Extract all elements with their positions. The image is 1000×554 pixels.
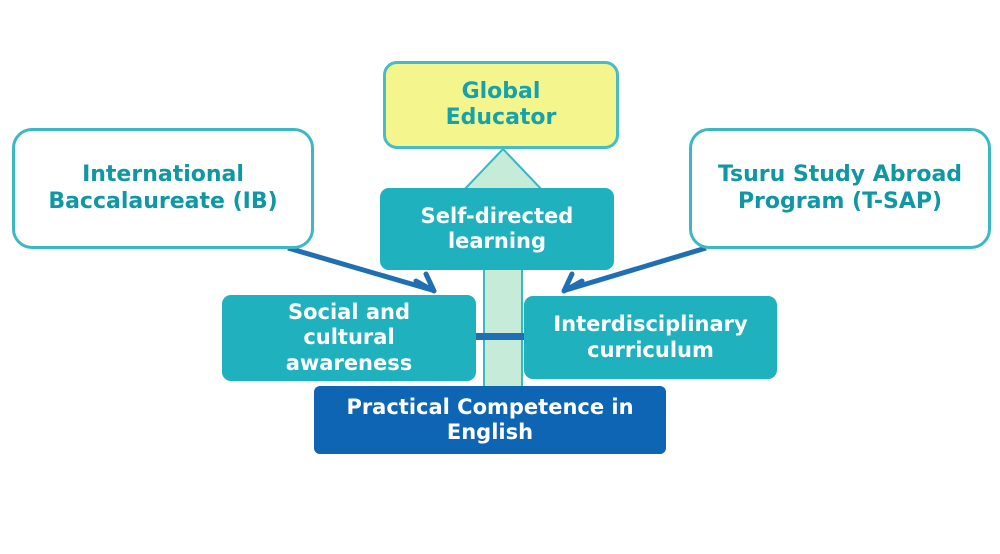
- social-line-3: awareness: [285, 350, 413, 375]
- inter-line-1: Interdisciplinary: [553, 312, 748, 337]
- tsap-arrow-line: [565, 245, 707, 293]
- english-line-2: English: [446, 420, 534, 444]
- practical-english-box: Practical Competence in English: [314, 386, 666, 454]
- social-cultural-awareness-box: Social and cultural awareness: [222, 295, 476, 381]
- horizontal-connector: [474, 333, 526, 340]
- ib-line-1: International: [82, 162, 244, 188]
- self-directed-learning-box: Self-directed learning: [380, 188, 614, 270]
- goal-line-2: Educator: [445, 105, 557, 130]
- tsap-arrow-head: [561, 271, 585, 294]
- global-educator-box: Global Educator: [383, 61, 619, 149]
- international-baccalaureate-box: International Baccalaureate (IB): [12, 128, 314, 249]
- ib-line-2: Baccalaureate (IB): [48, 188, 278, 214]
- study-abroad-box: Tsuru Study Abroad Program (T-SAP): [689, 128, 991, 249]
- ib-arrow-head: [413, 271, 437, 294]
- social-line-1: Social and: [287, 300, 411, 325]
- tsap-line-2: Program (T-SAP): [737, 188, 943, 214]
- interdisciplinary-curriculum-box: Interdisciplinary curriculum: [524, 296, 777, 379]
- goal-line-1: Global: [461, 78, 541, 104]
- english-line-1: Practical Competence in: [346, 394, 634, 419]
- self-line-2: learning: [447, 229, 547, 253]
- tsap-line-1: Tsuru Study Abroad: [717, 162, 963, 188]
- social-line-2: cultural: [303, 325, 395, 350]
- inter-line-2: curriculum: [587, 337, 714, 362]
- ib-arrow-line: [287, 245, 433, 293]
- self-line-1: Self-directed: [420, 203, 574, 228]
